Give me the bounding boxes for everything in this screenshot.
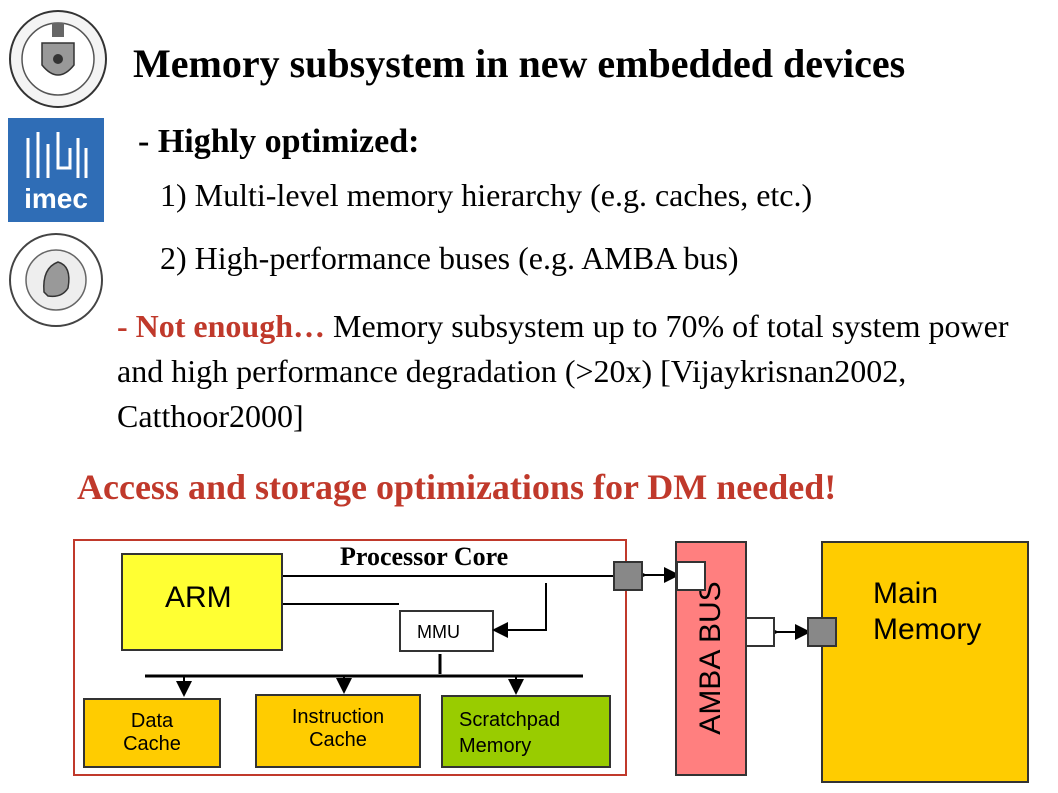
ucm-seal-logo	[8, 5, 108, 113]
arm-block: ARM	[121, 553, 283, 651]
mmu-block: MMU	[399, 610, 494, 652]
main-memory-line-2: Memory	[873, 613, 982, 646]
data-cache-line-2: Cache	[123, 733, 181, 755]
memory-port	[807, 617, 837, 647]
instruction-cache-block: Instruction Cache	[255, 694, 421, 768]
slide-title: Memory subsystem in new embedded devices	[133, 41, 906, 86]
mmu-label: MMU	[417, 622, 460, 642]
processor-port	[613, 561, 643, 591]
scratchpad-memory-block: Scratchpad Memory	[441, 695, 611, 768]
bus-port-right	[745, 617, 775, 647]
paragraph-body: Memory subsystem up to 70% of total syst…	[117, 308, 1009, 434]
main-memory-block: Main Memory	[821, 541, 1029, 783]
arm-label: ARM	[165, 581, 232, 614]
conclusion: Access and storage optimizations for DM …	[77, 467, 837, 507]
imec-wordmark: imec	[24, 183, 88, 214]
paragraph: - Not enough… Memory subsystem up to 70%…	[117, 304, 1047, 439]
instruction-cache-line-1: Instruction	[291, 706, 385, 728]
duth-seal-logo	[8, 232, 104, 328]
processor-core-box	[73, 539, 627, 776]
bus-port-left	[676, 561, 706, 591]
not-enough-label: - Not enough…	[117, 308, 326, 344]
scratchpad-line-1: Scratchpad	[459, 709, 561, 731]
imec-logo: imec	[8, 118, 104, 222]
section-heading: - Highly optimized:	[138, 123, 420, 160]
data-cache-line-1: Data	[130, 710, 174, 732]
main-memory-line-1: Main	[873, 577, 939, 610]
instruction-cache-line-2: Cache	[309, 729, 367, 751]
data-cache-block: Data Cache	[83, 698, 221, 768]
list-item-1: 1) Multi-level memory hierarchy (e.g. ca…	[160, 177, 813, 213]
processor-core-label: Processor Core	[340, 542, 509, 571]
scratchpad-line-2: Memory	[459, 735, 532, 757]
amba-bus-label: AMBA BUS	[694, 581, 727, 735]
port-mmu-line	[492, 583, 547, 638]
list-item-2: 2) High-performance buses (e.g. AMBA bus…	[160, 240, 739, 276]
